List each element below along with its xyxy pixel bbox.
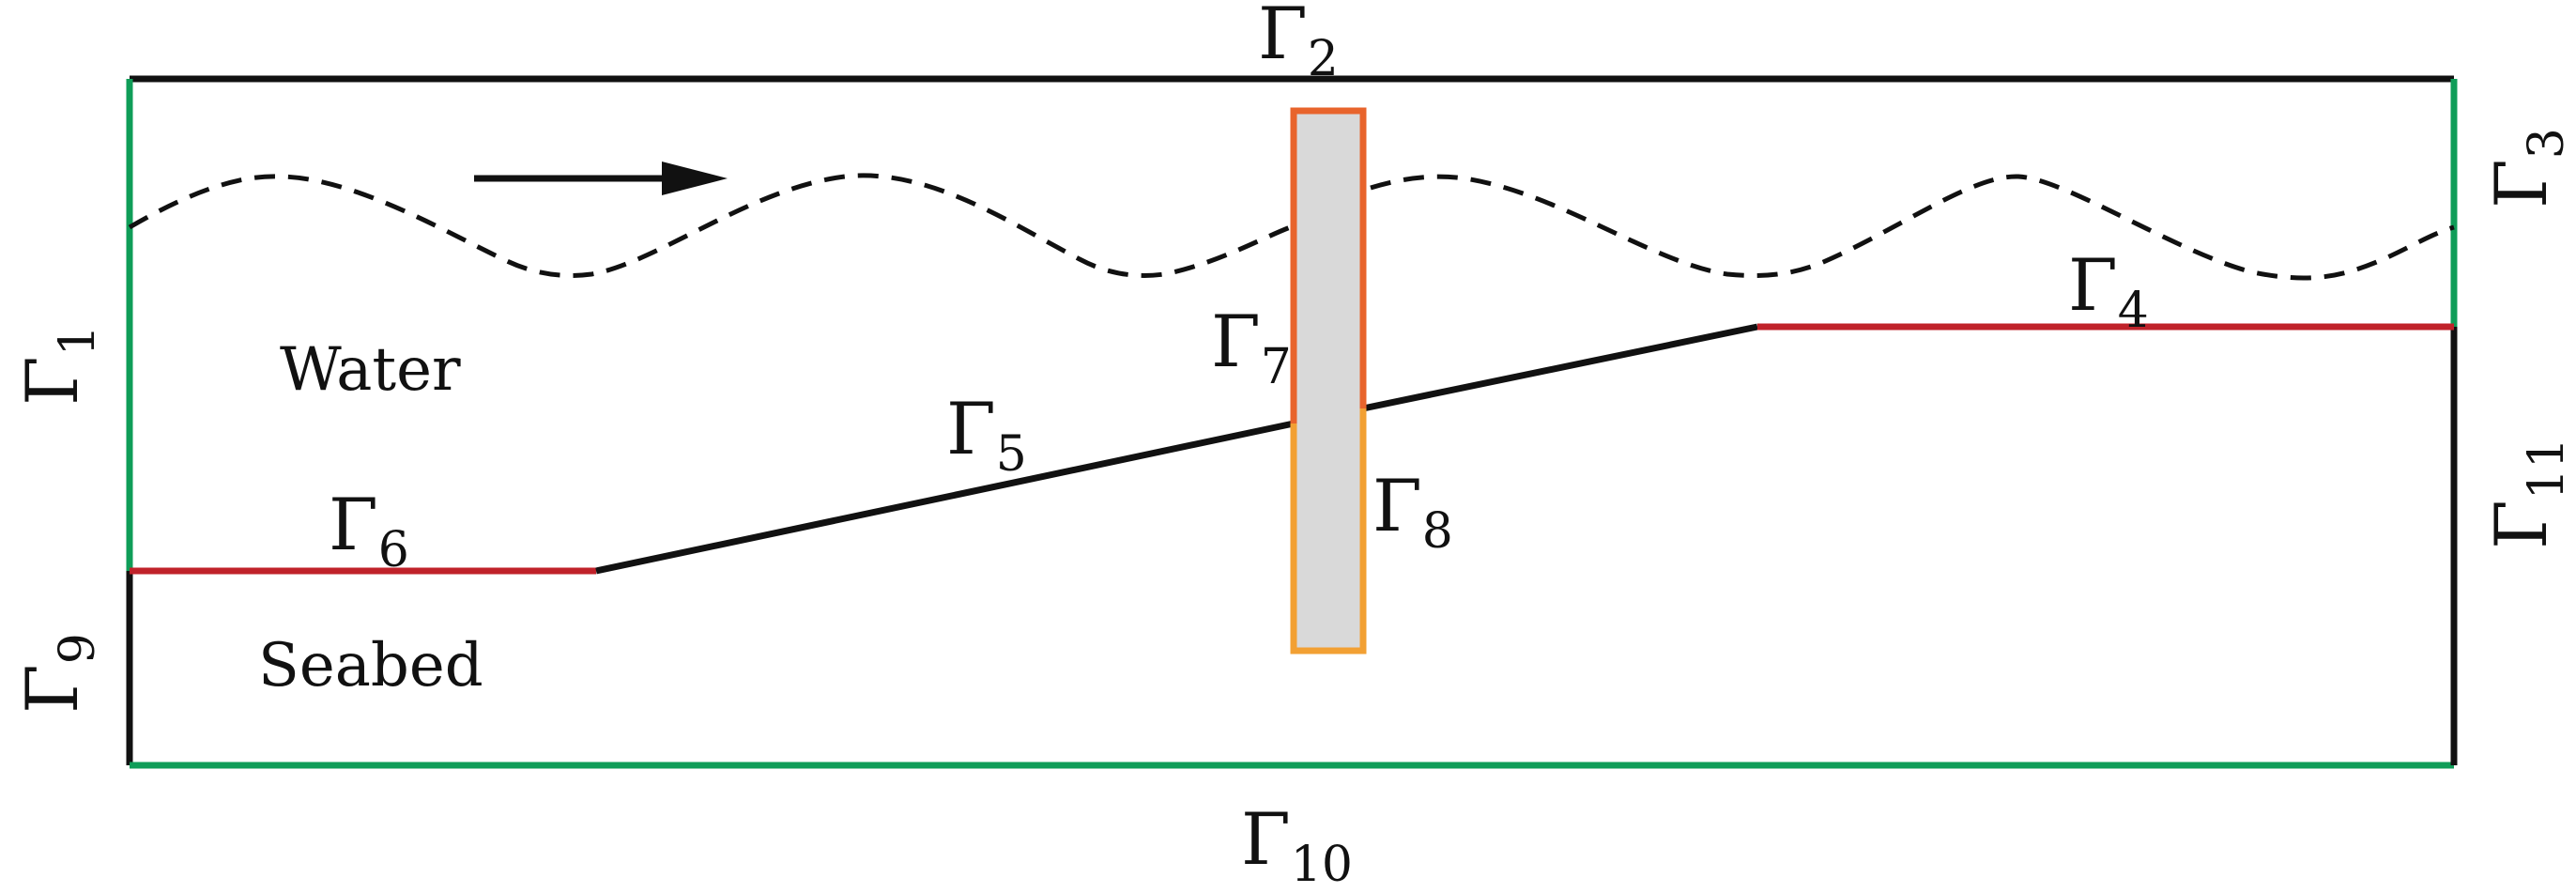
free-surface-wave (128, 173, 2455, 281)
boundary-gamma-7-structure-upper (1290, 107, 1367, 423)
label-gamma-10: Γ10 (1241, 797, 1353, 893)
label-gamma-3: Γ3 (2479, 128, 2575, 208)
structure-pile (1294, 111, 1363, 651)
water-region-label: Water (280, 335, 461, 405)
label-gamma-6: Γ6 (329, 483, 409, 578)
label-gamma-11: Γ11 (2479, 438, 2575, 549)
label-gamma-2: Γ2 (1258, 0, 1339, 87)
boundary-gamma-5-slope-left (595, 420, 1295, 575)
label-gamma-5: Γ5 (946, 387, 1027, 483)
right-arrow-icon (474, 162, 728, 195)
boundary-gamma-5-slope-right (1362, 323, 1758, 412)
label-gamma-9: Γ9 (10, 633, 106, 714)
label-gamma-1: Γ1 (10, 325, 106, 406)
seabed-region-label: Seabed (258, 631, 483, 701)
boundary-gamma-8-structure-lower (1290, 408, 1367, 654)
label-gamma-8: Γ8 (1372, 464, 1453, 560)
label-gamma-7: Γ7 (1211, 300, 1292, 395)
label-gamma-4: Γ4 (2068, 243, 2149, 339)
